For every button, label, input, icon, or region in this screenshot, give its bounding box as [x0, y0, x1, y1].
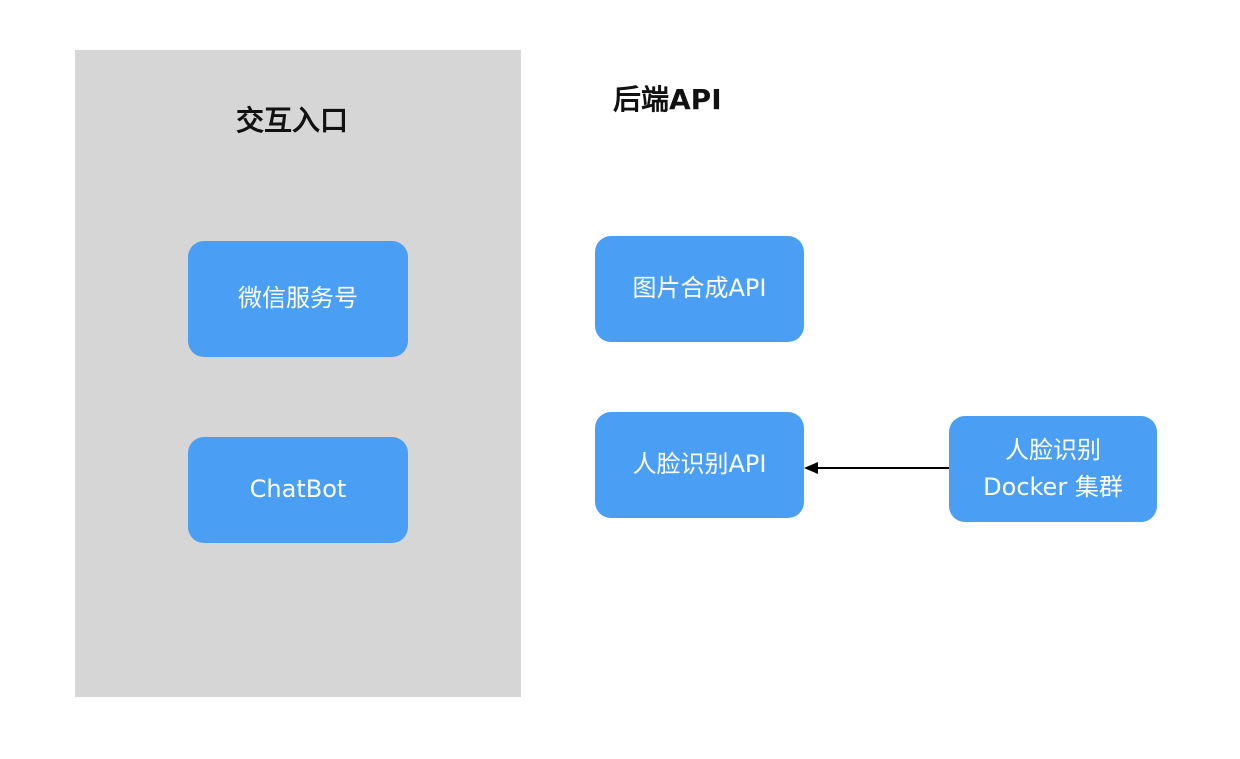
face-recognition-api-label: 人脸识别API [632, 450, 767, 479]
chatbot-label: ChatBot [249, 475, 347, 504]
interaction-entry-panel [75, 50, 521, 697]
interaction-entry-title: 交互入口 [236, 104, 349, 137]
face-recognition-api-node: 人脸识别API [595, 412, 804, 518]
cluster-label-line1: 人脸识别 [1005, 435, 1101, 464]
chatbot-node: ChatBot [188, 437, 408, 543]
image-compose-api-node: 图片合成API [595, 236, 804, 342]
face-recognition-docker-cluster-node: 人脸识别 Docker 集群 [949, 416, 1157, 522]
wechat-service-node: 微信服务号 [188, 241, 408, 357]
arrow-head [804, 462, 818, 474]
backend-api-title: 后端API [613, 83, 722, 116]
image-compose-api-label: 图片合成API [632, 274, 767, 303]
wechat-service-label: 微信服务号 [238, 284, 358, 313]
cluster-label-line2: Docker 集群 [983, 473, 1123, 501]
